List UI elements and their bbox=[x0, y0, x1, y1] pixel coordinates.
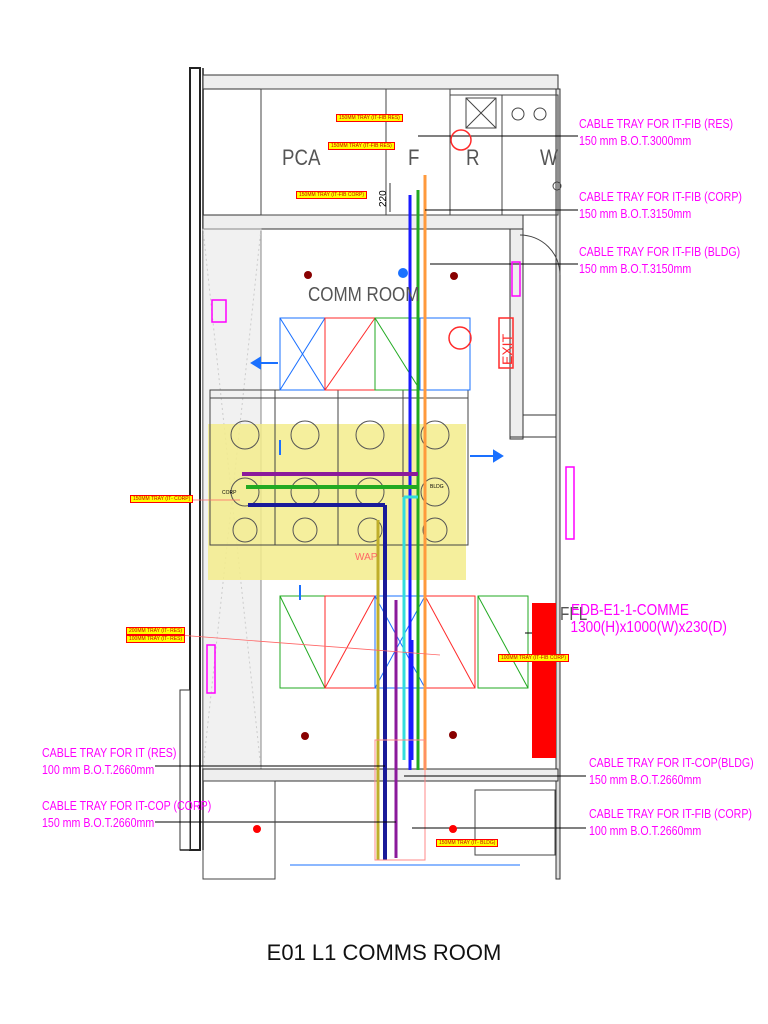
edb-name: EDB-E1-1-COMME bbox=[571, 602, 689, 619]
rack-label-bldg: BLDG bbox=[430, 484, 444, 490]
callout-spec: 150 mm B.O.T.3000mm bbox=[579, 134, 692, 148]
callout-title: CABLE TRAY FOR IT (RES) bbox=[42, 746, 177, 760]
callout-title: CABLE TRAY FOR IT-COP (CORP) bbox=[42, 799, 212, 813]
callout-it-fib-corp-100: CABLE TRAY FOR IT-FIB (CORP) 100 mm B.O.… bbox=[589, 806, 752, 840]
callout-it-res: CABLE TRAY FOR IT (RES) 100 mm B.O.T.266… bbox=[42, 745, 176, 779]
callout-it-fib-corp: CABLE TRAY FOR IT-FIB (CORP) 150 mm B.O.… bbox=[579, 189, 742, 223]
callout-title: CABLE TRAY FOR IT-COP(BLDG) bbox=[589, 756, 754, 770]
ac-units-upper bbox=[279, 317, 471, 391]
callout-title: CABLE TRAY FOR IT-FIB (BLDG) bbox=[579, 245, 741, 259]
airflow-arrows bbox=[250, 356, 504, 600]
callout-spec: 150 mm B.O.T.3150mm bbox=[579, 262, 692, 276]
tray-tag: 150MM TRAY (IT-FIB CORP) bbox=[296, 191, 368, 199]
callout-title: CABLE TRAY FOR IT-FIB (CORP) bbox=[589, 807, 752, 821]
callout-title: CABLE TRAY FOR IT-FIB (CORP) bbox=[579, 190, 742, 204]
callout-spec: 100 mm B.O.T.2660mm bbox=[42, 763, 155, 777]
rack-label-corp: CORP bbox=[222, 490, 237, 496]
edb-panel bbox=[532, 603, 556, 758]
callout-spec: 150 mm B.O.T.3150mm bbox=[579, 207, 692, 221]
wap-symbol bbox=[398, 268, 408, 278]
tray-tag: 100MM TRAY (IT- RES) bbox=[126, 635, 186, 643]
room-label-comm-room: COMM ROOM bbox=[308, 284, 420, 306]
dimension-text: 220 bbox=[378, 190, 389, 207]
callout-it-cop-corp: CABLE TRAY FOR IT-COP (CORP) 150 mm B.O.… bbox=[42, 798, 211, 832]
tray-tag: 200MM TRAY (IT- RES) bbox=[126, 627, 186, 635]
callout-it-cop-bldg: CABLE TRAY FOR IT-COP(BLDG) 150 mm B.O.T… bbox=[589, 755, 754, 789]
drawing-title: E01 L1 COMMS ROOM bbox=[266, 940, 502, 965]
room-label-w: W bbox=[540, 145, 558, 170]
wap-label: WAP bbox=[355, 552, 378, 563]
callout-it-fib-bldg: CABLE TRAY FOR IT-FIB (BLDG) 150 mm B.O.… bbox=[579, 244, 740, 278]
cable-trays bbox=[242, 175, 427, 861]
bottom-rooms bbox=[202, 780, 556, 880]
room-label-pca: PCA bbox=[282, 145, 321, 170]
smoke-detectors bbox=[253, 271, 458, 833]
callout-title: CABLE TRAY FOR IT-FIB (RES) bbox=[579, 117, 734, 131]
top-rooms bbox=[260, 88, 562, 276]
room-label-r: R bbox=[466, 145, 480, 170]
callout-it-fib-res: CABLE TRAY FOR IT-FIB (RES) 150 mm B.O.T… bbox=[579, 116, 733, 150]
tray-tag: 150MM TRAY (IT-FIB RES) bbox=[336, 114, 403, 122]
callout-spec: 100 mm B.O.T.2660mm bbox=[589, 824, 702, 838]
room-label-ffl: FFL bbox=[560, 604, 588, 624]
exit-sign: EXIT bbox=[499, 333, 515, 365]
edb-label: EDB-E1-1-COMME 1300(H)x1000(W)x230(D) bbox=[570, 602, 727, 636]
edb-size: 1300(H)x1000(W)x230(D) bbox=[570, 619, 727, 636]
tray-tag: 150MM TRAY (IT- CORP) bbox=[130, 495, 194, 503]
callout-spec: 150 mm B.O.T.2660mm bbox=[589, 773, 702, 787]
device-symbols bbox=[206, 129, 575, 694]
tray-tag: 100MM TRAY (IT-FIB CORP) bbox=[498, 654, 570, 662]
callout-spec: 150 mm B.O.T.2660mm bbox=[42, 816, 155, 830]
tray-tag: 150MM TRAY (IT- BLDG) bbox=[436, 839, 499, 847]
room-label-f: F bbox=[408, 145, 420, 170]
tray-tag: 150MM TRAY (IT-FIB RES) bbox=[328, 142, 395, 150]
rack-highlight-zone bbox=[208, 424, 466, 580]
